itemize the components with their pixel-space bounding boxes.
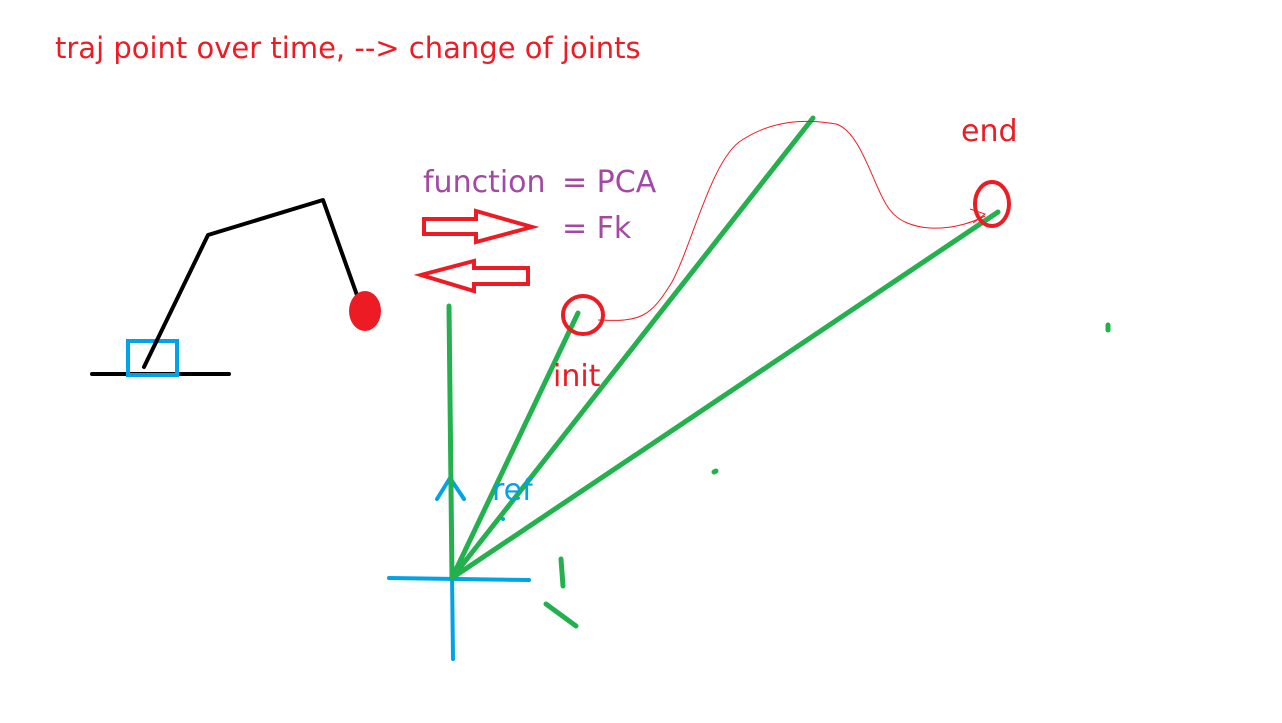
fk-label: = Fk (562, 211, 632, 246)
ref-horizontal-axis (387, 576, 531, 582)
right-arrow (422, 208, 540, 245)
end-circle (973, 180, 1011, 228)
init-circle (561, 294, 605, 336)
title-note: traj point over time, --> change of join… (55, 31, 641, 65)
vertical-vector (446, 303, 455, 581)
joint-vectors (446, 115, 1111, 629)
pca-label: = PCA (562, 165, 657, 200)
init-vector (449, 310, 581, 581)
green-dot-a (711, 468, 719, 475)
end-effector-dot (349, 291, 381, 331)
trajectory-curve (597, 120, 986, 321)
middle-vector (449, 115, 816, 581)
end-label: end (961, 114, 1018, 149)
left-arrow (413, 258, 530, 294)
arm-links (142, 198, 360, 369)
function-label: function (423, 165, 546, 200)
green-dash-b (543, 601, 579, 629)
robot-arm-sketch (90, 198, 381, 377)
green-dash-a (558, 556, 566, 589)
ref-label: ref (492, 473, 533, 508)
end-vector (449, 209, 1001, 581)
base-joint-box (126, 339, 179, 377)
init-label: init (553, 359, 601, 394)
